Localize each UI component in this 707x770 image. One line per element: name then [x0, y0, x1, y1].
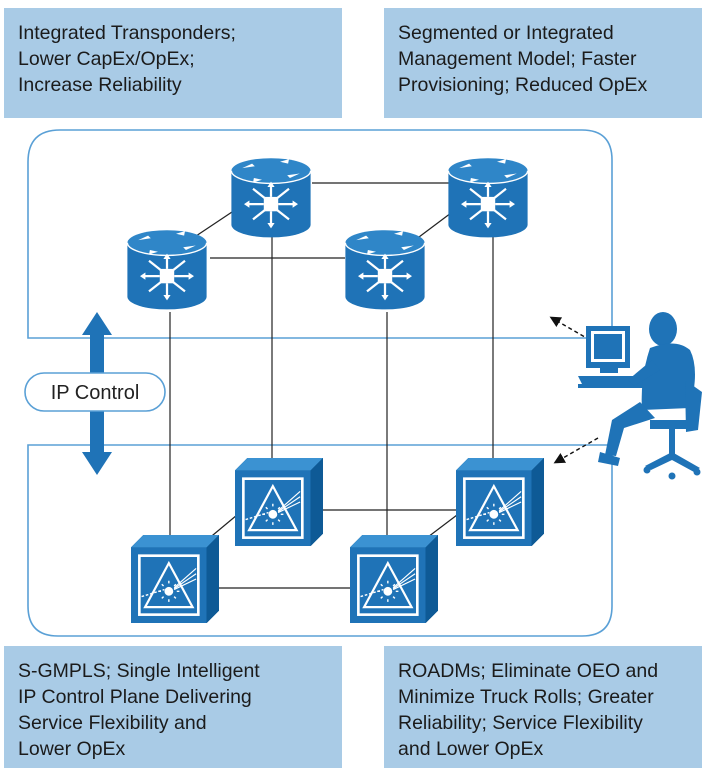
router-icon	[344, 229, 426, 311]
ip-layer-outline	[27, 129, 613, 339]
optical-layer-outline	[27, 444, 613, 637]
ip-control-pill: IP Control	[24, 372, 166, 412]
optical-switch-icon	[234, 458, 324, 546]
management-arrow-ip	[549, 316, 591, 341]
optical-switch-icon	[455, 458, 545, 546]
callout-line: Segmented or Integrated	[398, 22, 614, 44]
callout-line: IP Control Plane Delivering	[18, 686, 252, 708]
callout-line: and Lower OpEx	[398, 738, 544, 760]
optical-switch-icon	[349, 535, 439, 623]
callout-bottom-left: S-GMPLS; Single Intelligent IP Control P…	[4, 646, 342, 768]
callout-line: Provisioning; Reduced OpEx	[398, 74, 648, 96]
callout-line: Minimize Truck Rolls; Greater	[398, 686, 654, 708]
management-arrow-optical	[553, 437, 599, 464]
callout-line: Management Model; Faster	[398, 48, 637, 70]
callout-line: Service Flexibility and	[18, 712, 207, 734]
callout-line: Reliability; Service Flexibility	[398, 712, 643, 734]
callout-line: Lower CapEx/OpEx;	[18, 48, 195, 70]
callout-line: S-GMPLS; Single Intelligent	[18, 660, 260, 682]
router-links	[189, 182, 456, 259]
router-icon	[447, 157, 529, 239]
operator-workstation-icon	[578, 312, 702, 480]
inter-layer-links	[169, 236, 494, 540]
callout-top-right: Segmented or Integrated Management Model…	[384, 8, 702, 118]
callout-line: Increase Reliability	[18, 74, 182, 96]
router-icon	[126, 229, 208, 311]
callout-bottom-right: ROADMs; Eliminate OEO and Minimize Truck…	[384, 646, 702, 768]
callout-line: ROADMs; Eliminate OEO and	[398, 660, 659, 682]
ip-control-label: IP Control	[51, 382, 140, 404]
callout-line: Integrated Transponders;	[18, 22, 236, 44]
optical-switch-icon	[130, 535, 220, 623]
callout-line: Lower OpEx	[18, 738, 126, 760]
callout-top-left: Integrated Transponders; Lower CapEx/OpE…	[4, 8, 342, 118]
router-icon	[230, 157, 312, 239]
